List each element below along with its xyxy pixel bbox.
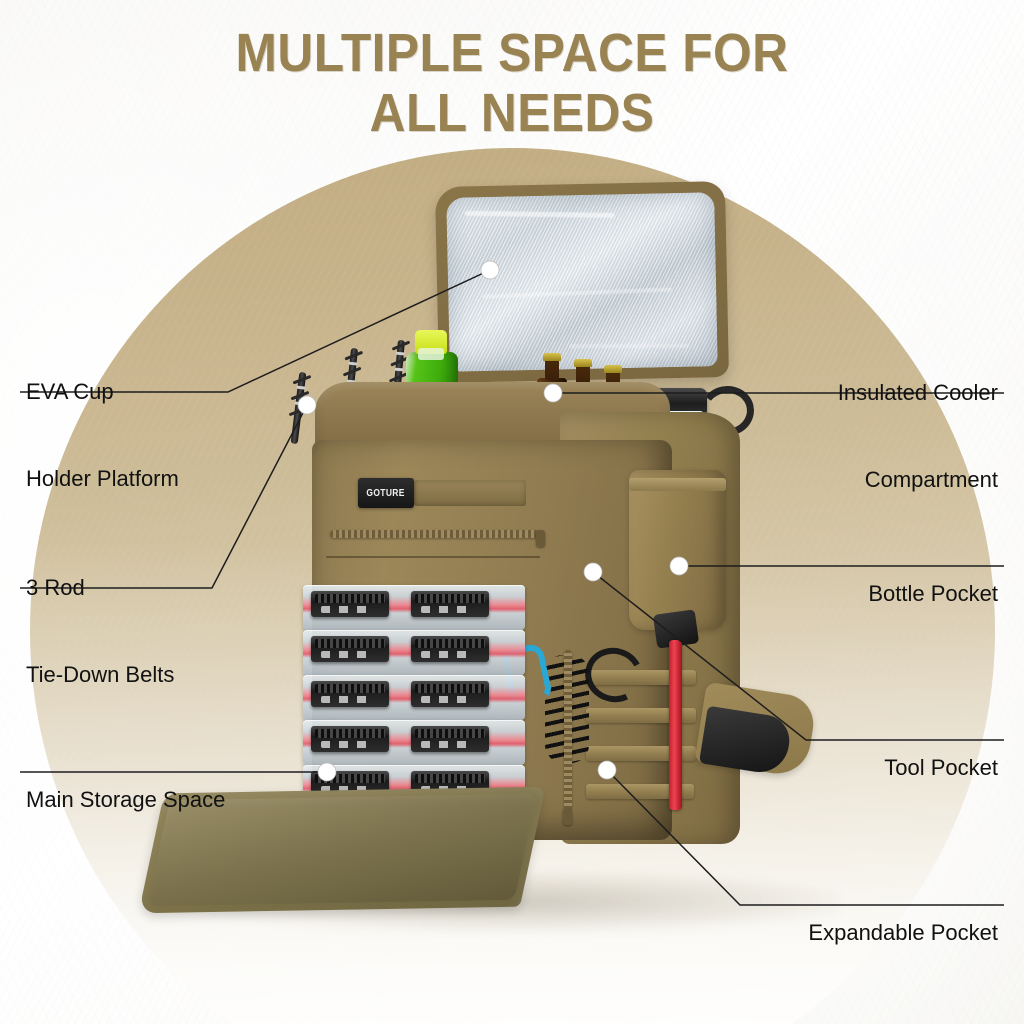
tackle-latch [311, 681, 389, 707]
callout-tool-pocket[interactable]: Tool Pocket [760, 698, 1000, 841]
side-pocket-zipper [564, 650, 572, 810]
tackle-latch [411, 726, 489, 752]
tackle-box-4 [303, 720, 525, 765]
front-panel-seam [326, 556, 540, 558]
bottle-neck [418, 348, 444, 360]
callout-label-line-1: Bottle Pocket [868, 581, 998, 606]
side-pocket-zip-pull [563, 808, 572, 825]
page-title: MULTIPLE SPACE FOR ALL NEEDS [41, 26, 983, 140]
callout-insulated-cooler-compartment[interactable]: Insulated Cooler Compartment [700, 323, 1000, 553]
front-pocket-zip-pull [536, 530, 545, 547]
red-fishing-tool [669, 640, 682, 810]
title-line-1: MULTIPLE SPACE FOR [235, 23, 789, 83]
callout-label-line-1: EVA Cup [26, 379, 114, 404]
tackle-latch [311, 591, 389, 617]
cooler-foil-lining [446, 192, 718, 372]
tackle-latch [311, 726, 389, 752]
brand-logo-patch: GOTURE [358, 478, 414, 508]
callout-label-line-2: Tie-Down Belts [26, 662, 175, 687]
molle-webbing-3 [586, 746, 696, 761]
callout-label-line-1: 3 Rod [26, 575, 85, 600]
tackle-latch [311, 636, 389, 662]
tackle-box-3 [303, 675, 525, 720]
title-line-2: ALL NEEDS [369, 83, 655, 143]
front-pocket-zipper [330, 530, 540, 538]
tackle-box-1 [303, 585, 525, 630]
callout-label-line-1: Tool Pocket [884, 755, 998, 780]
callout-label-line-2: Compartment [864, 467, 998, 492]
callout-label-line-1: Insulated Cooler [837, 380, 998, 405]
callout-label-line-1: Main Storage Space [26, 787, 226, 812]
tackle-latch [411, 591, 489, 617]
rod-tip-1 [288, 371, 312, 445]
tackle-box-2 [303, 630, 525, 675]
tackle-latch [411, 681, 489, 707]
callout-label-line-1: Expandable Pocket [808, 920, 998, 945]
callout-bottle-pocket[interactable]: Bottle Pocket [760, 524, 1000, 667]
callout-expandable-pocket[interactable]: Expandable Pocket [700, 863, 1000, 1006]
callout-eva-cup-holder-platform[interactable]: EVA Cup Holder Platform [24, 322, 260, 552]
callout-label-line-2: Holder Platform [26, 466, 179, 491]
tackle-latch [411, 636, 489, 662]
callout-main-storage-space[interactable]: Main Storage Space [24, 730, 284, 873]
velcro-patch-strip [414, 480, 526, 506]
callout-three-rod-tie-down-belts[interactable]: 3 Rod Tie-Down Belts [24, 518, 260, 748]
insulated-cooler-lid [434, 180, 730, 384]
brand-name: GOTURE [366, 487, 406, 499]
